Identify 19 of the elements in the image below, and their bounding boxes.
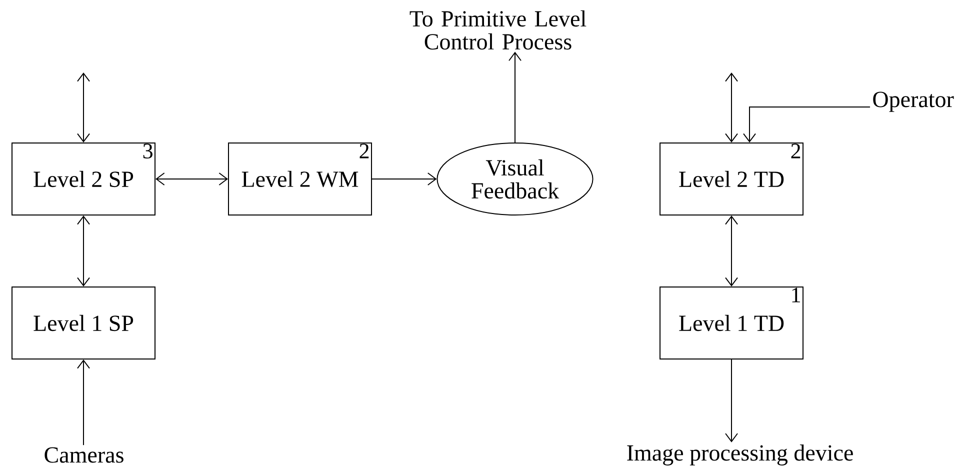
endpoint-label: Image processing device (627, 444, 853, 466)
process-box: Level 2 WM 2 (228, 142, 372, 216)
endpoint-label: Operator (873, 92, 954, 112)
arrow (77, 72, 90, 142)
process-box: Level 2 TD 2 (660, 142, 804, 216)
arrow (508, 52, 522, 143)
endpoint-label: Cameras (44, 447, 124, 463)
arrow (77, 216, 90, 286)
arrow (156, 172, 228, 186)
process-box: Level 2 SP 3 (12, 142, 156, 216)
endpoint-label: To Primitive Level Control Process (410, 10, 586, 50)
arrow (725, 216, 738, 286)
arrow (725, 72, 738, 142)
arrow (77, 360, 90, 446)
arrow (372, 172, 437, 186)
arrow (725, 359, 738, 442)
arrow (743, 106, 870, 142)
process-box: Level 1 TD 1 (660, 286, 804, 360)
process-box: Level 1 SP (12, 286, 156, 360)
